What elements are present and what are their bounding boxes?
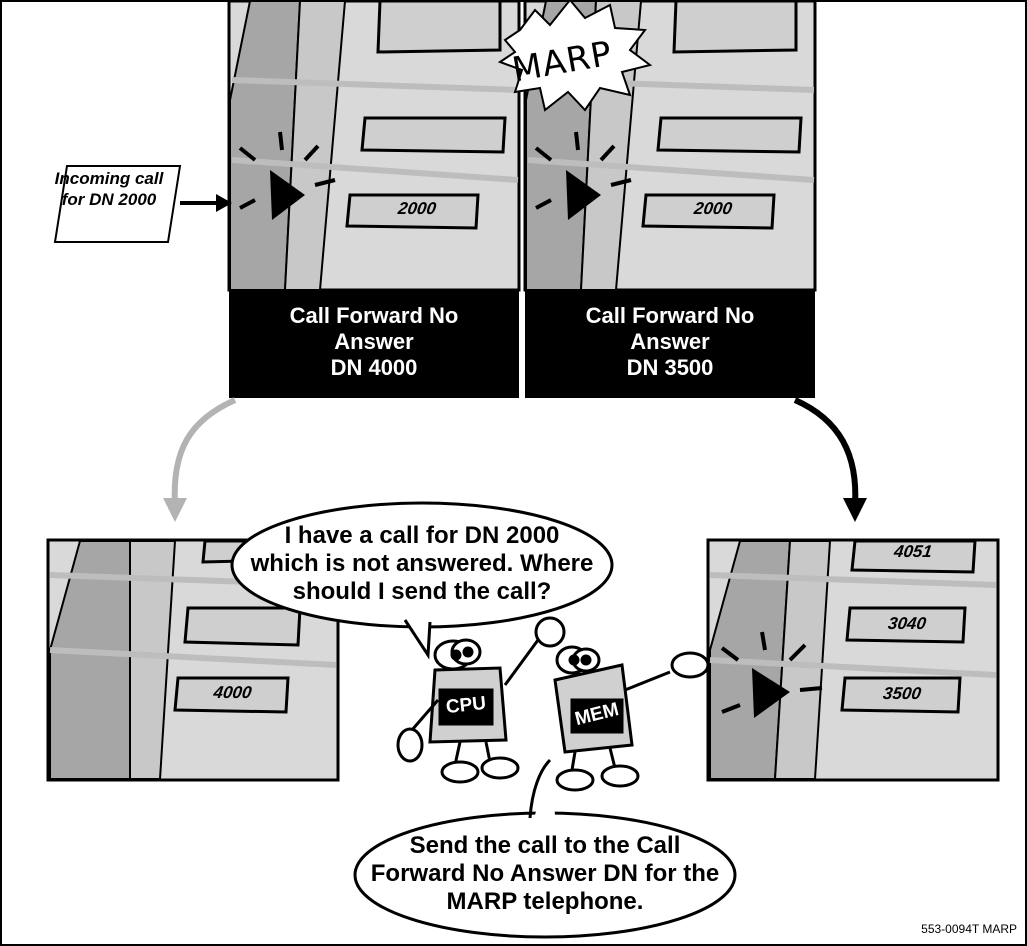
key-label-4000: 4000	[179, 683, 287, 703]
caption-left-line2: Answer	[229, 329, 519, 355]
caption-right-line2: Answer	[525, 329, 815, 355]
caption-left: Call Forward No Answer DN 4000	[229, 303, 519, 381]
key-label-2000-right: 2000	[657, 199, 770, 219]
caption-left-line3: DN 4000	[229, 355, 519, 381]
key-label-2000-left: 2000	[361, 199, 474, 219]
key-label-4051: 4051	[857, 542, 970, 562]
caption-left-line1: Call Forward No	[229, 303, 519, 329]
caption-right: Call Forward No Answer DN 3500	[525, 303, 815, 381]
cpu-bubble-line1: I have a call for DN 2000	[232, 522, 612, 550]
caption-right-line3: DN 3500	[525, 355, 815, 381]
mem-character	[536, 618, 708, 790]
key-label-3040: 3040	[851, 614, 964, 634]
cpu-bubble-text: I have a call for DN 2000 which is not a…	[232, 522, 612, 606]
grey-arrow	[175, 400, 235, 505]
cpu-bubble-line2: which is not answered. Where	[232, 550, 612, 578]
mem-bubble-line2: Forward No Answer DN for the	[355, 860, 735, 888]
mem-bubble-line1: Send the call to the Call	[355, 832, 735, 860]
caption-right-line1: Call Forward No	[525, 303, 815, 329]
phone-lower-right	[708, 540, 998, 780]
figure-id: 553-0094T MARP	[921, 922, 1017, 936]
incoming-call-label: Incoming call for DN 2000	[50, 168, 168, 210]
cpu-bubble-line3: should I send the call?	[232, 578, 612, 606]
key-label-3500: 3500	[846, 684, 959, 704]
mem-bubble-line3: MARP telephone.	[355, 888, 735, 916]
mem-bubble-text: Send the call to the Call Forward No Ans…	[355, 832, 735, 916]
black-arrow	[795, 400, 855, 505]
